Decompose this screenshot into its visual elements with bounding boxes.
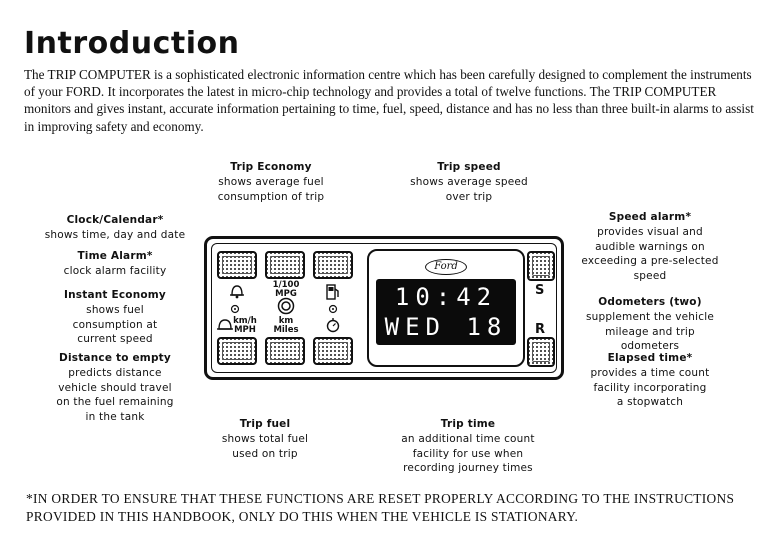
page-title: Introduction <box>24 26 240 61</box>
caption-heading: Distance to empty <box>59 352 171 364</box>
caption-line: an additional time count <box>401 432 535 445</box>
caption-line: in the tank <box>85 411 145 424</box>
lcd-display: 10:42 WED 18 <box>376 279 516 345</box>
caption-line: shows total fuel <box>221 432 309 445</box>
caption-trip-speed: Trip speed shows average speed over trip <box>408 160 530 204</box>
km-label: km <box>278 316 294 326</box>
caption-trip-time: Trip time an additional time count facil… <box>396 417 540 476</box>
mpg-top-label: 1/100 <box>272 280 300 290</box>
footer-note: *IN ORDER TO ENSURE THAT THESE FUNCTIONS… <box>26 491 735 524</box>
caption-line: used on trip <box>232 447 298 460</box>
caption-clock-calendar: Clock/Calendar* shows time, day and date <box>44 213 186 243</box>
mpg-unit-label: MPG <box>275 289 297 299</box>
trip-computer-illustration: 1/100 MPG km/h MPH km Miles <box>204 236 564 380</box>
stopwatch-icon <box>326 318 340 333</box>
display-frame: Ford 10:42 WED 18 <box>367 249 525 367</box>
caption-line: facility incorporating <box>593 381 707 394</box>
caption-line: shows average fuel <box>218 175 324 188</box>
caption-line: supplement the vehicle <box>586 310 714 323</box>
mph-label: MPH <box>234 325 256 335</box>
lcd-day-date: WED 18 <box>384 313 508 341</box>
caption-heading: Instant Economy <box>64 289 166 301</box>
caption-elapsed-time: Elapsed time* provides a time count faci… <box>580 351 720 410</box>
set-label: S <box>535 283 545 298</box>
caption-line: mileage and trip odometers <box>605 325 695 353</box>
caption-heading: Trip speed <box>437 161 501 173</box>
caption-heading: Odometers (two) <box>598 296 702 308</box>
intro-paragraph: The TRIP COMPUTER is a sophisticated ele… <box>24 67 754 134</box>
fuel-pump-icon <box>326 284 339 300</box>
caption-heading: Clock/Calendar* <box>66 214 164 226</box>
distance-unit-label: km Miles <box>271 317 301 335</box>
caption-line: provides visual and <box>597 225 703 238</box>
caption-heading: Trip Economy <box>230 161 312 173</box>
caption-line: shows average speed <box>410 175 528 188</box>
caption-heading: Trip time <box>440 418 496 430</box>
caption-line: consumption of trip <box>217 190 325 203</box>
set-button[interactable] <box>527 251 555 281</box>
caption-odometers: Odometers (two) supplement the vehicle m… <box>576 295 724 354</box>
alarm-bell-icon <box>230 285 244 299</box>
caption-line: vehicle should travel <box>58 381 172 394</box>
caption-heading: Trip fuel <box>239 418 291 430</box>
caption-line: recording journey times <box>403 462 533 475</box>
caption-line: over trip <box>445 190 493 203</box>
speed-dial-icon <box>277 297 295 315</box>
reset-button[interactable] <box>527 337 555 367</box>
mpg-label: 1/100 MPG <box>271 281 301 299</box>
caption-heading: Speed alarm* <box>608 211 692 223</box>
speed-button[interactable] <box>217 337 257 365</box>
caption-line: on the fuel remaining <box>56 396 174 409</box>
caption-line: facility for use when <box>412 447 524 460</box>
timer-button[interactable] <box>313 337 353 365</box>
caption-line: shows fuel <box>86 303 144 316</box>
caption-line: current speed <box>77 333 153 346</box>
fuel-button[interactable] <box>313 251 353 279</box>
ford-logo: Ford <box>425 259 467 275</box>
caption-line: predicts distance <box>68 366 162 379</box>
caption-line: speed <box>633 270 667 283</box>
kmh-label: km/h <box>233 316 257 326</box>
speed-alarm-bell-icon <box>217 319 233 330</box>
caption-trip-fuel: Trip fuel shows total fuel used on trip <box>210 417 320 461</box>
caption-line: shows time, day and date <box>44 228 186 241</box>
caption-line: consumption at <box>72 318 158 331</box>
reset-label: R <box>535 322 546 337</box>
caption-line: audible warnings on <box>595 240 705 253</box>
speed-unit-label: km/h MPH <box>231 317 259 335</box>
caption-distance-to-empty: Distance to empty predicts distance vehi… <box>50 351 180 425</box>
caption-trip-economy: Trip Economy shows average fuel consumpt… <box>210 160 332 204</box>
small-circle-icon <box>328 304 338 314</box>
caption-heading: Time Alarm* <box>77 250 153 262</box>
caption-line: provides a time count <box>590 366 710 379</box>
caption-line: a stopwatch <box>616 396 684 409</box>
economy-button[interactable] <box>265 251 305 279</box>
caption-line: exceeding a pre-selected <box>581 255 719 268</box>
device-inner-border <box>211 243 557 373</box>
caption-speed-alarm: Speed alarm* provides visual and audible… <box>580 210 720 284</box>
caption-time-alarm: Time Alarm* clock alarm facility <box>50 249 180 279</box>
lcd-time: 10:42 <box>394 283 498 311</box>
distance-button[interactable] <box>265 337 305 365</box>
caption-instant-economy: Instant Economy shows fuel consumption a… <box>50 288 180 347</box>
caption-line: clock alarm facility <box>63 264 167 277</box>
caption-heading: Elapsed time* <box>607 352 693 364</box>
small-circle-icon <box>230 304 240 314</box>
miles-label: Miles <box>273 325 299 335</box>
clock-button[interactable] <box>217 251 257 279</box>
